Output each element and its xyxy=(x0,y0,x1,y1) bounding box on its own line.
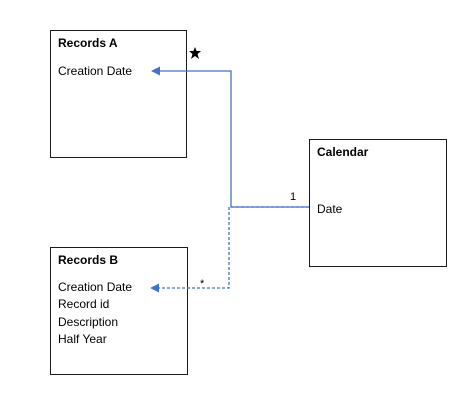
records-b-field-record-id[interactable]: Record id xyxy=(58,297,110,311)
cardinality-many-b-label: * xyxy=(200,278,205,290)
records-a-field-creation-date[interactable]: Creation Date xyxy=(58,64,133,78)
records-b-table[interactable]: Records B Creation Date Record id Descri… xyxy=(50,247,188,375)
cardinality-one-label: 1 xyxy=(290,191,297,203)
records-b-title: Records B xyxy=(58,253,119,267)
records-b-field-description[interactable]: Description xyxy=(58,315,119,329)
calendar-field-date[interactable]: Date xyxy=(317,202,343,216)
records-b-field-half-year[interactable]: Half Year xyxy=(58,332,107,346)
many-star-icon xyxy=(189,47,201,59)
records-a-table[interactable]: Records A Creation Date xyxy=(50,30,187,158)
records-a-title: Records A xyxy=(58,36,118,50)
calendar-title: Calendar xyxy=(317,145,369,159)
records-b-field-creation-date[interactable]: Creation Date xyxy=(58,280,133,294)
calendar-table[interactable]: Calendar Date xyxy=(309,139,447,267)
